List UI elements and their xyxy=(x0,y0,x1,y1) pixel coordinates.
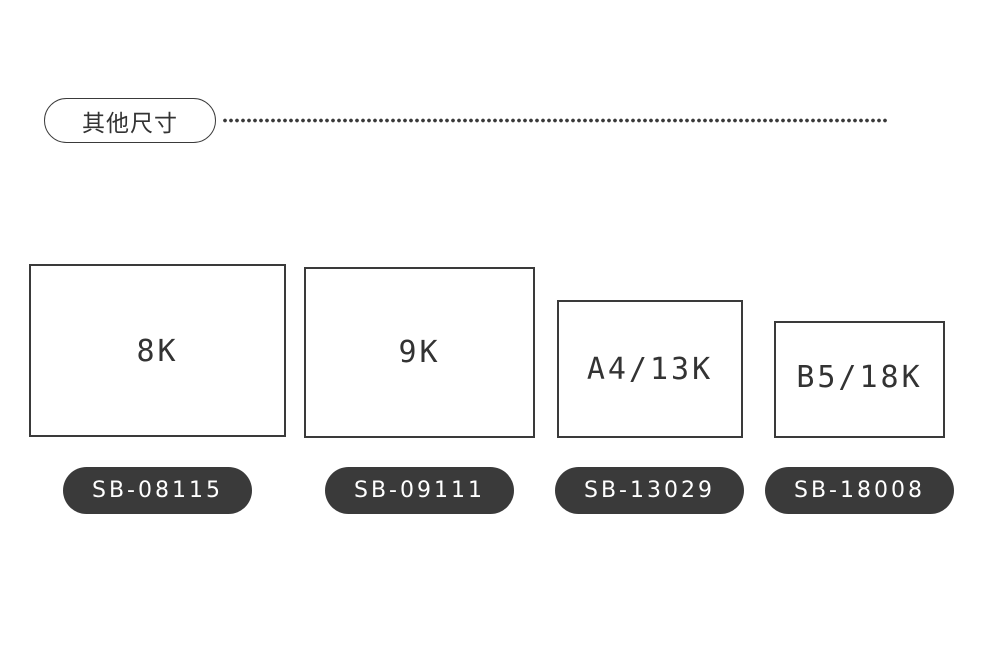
paper-size-8k-outline: 8K xyxy=(29,264,286,437)
section-title-tag: 其他尺寸 xyxy=(44,98,216,143)
section-title: 其他尺寸 xyxy=(82,110,178,137)
product-code-badge-8k: SB-08115 xyxy=(63,467,252,514)
product-code-badge-a4: SB-13029 xyxy=(555,467,744,514)
paper-size-9k-outline: 9K xyxy=(304,267,535,438)
product-code-badge-9k: SB-09111 xyxy=(325,467,514,514)
dotted-divider xyxy=(222,118,888,123)
paper-size-label: 9K xyxy=(398,335,441,370)
paper-size-label: B5/18K xyxy=(796,360,923,395)
product-code: SB-18008 xyxy=(794,478,925,503)
product-code: SB-13029 xyxy=(584,478,715,503)
paper-size-label: A4/13K xyxy=(586,351,714,387)
paper-size-b5-outline: B5/18K xyxy=(774,321,945,438)
product-code: SB-09111 xyxy=(354,478,485,503)
product-code-badge-b5: SB-18008 xyxy=(765,467,954,514)
product-code: SB-08115 xyxy=(92,478,223,503)
paper-size-label: 8K xyxy=(136,334,179,369)
paper-size-a4-outline: A4/13K xyxy=(557,300,743,438)
